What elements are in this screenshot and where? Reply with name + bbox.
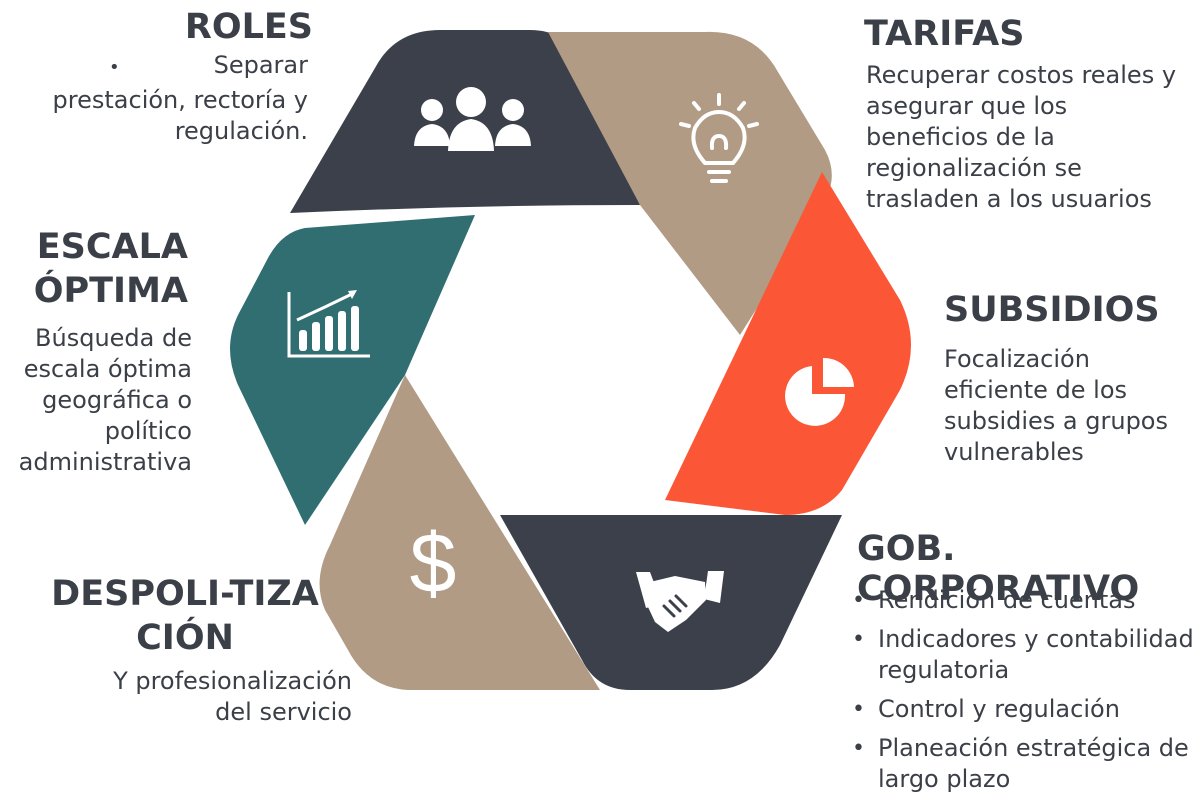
roles-text-line1: Separar bbox=[213, 51, 308, 79]
tarifas-segment bbox=[548, 31, 832, 336]
despolitizacion-text: Y profesionalización del servicio bbox=[113, 667, 352, 726]
people-icon bbox=[414, 87, 531, 151]
roles-text: prestación, rectoría y regulación. bbox=[52, 86, 308, 145]
growth-chart-icon bbox=[287, 290, 370, 358]
gob-title-line1: GOB. bbox=[857, 529, 956, 569]
list-item: Control y regulación bbox=[842, 694, 1196, 725]
subsidios-title: SUBSIDIOS bbox=[944, 290, 1160, 330]
roles-title: ROLES bbox=[184, 7, 313, 47]
pie-chart-icon bbox=[785, 357, 854, 426]
lightbulb-icon bbox=[679, 93, 759, 183]
tarifas-text: Recuperar costos reales y asegurar que l… bbox=[866, 61, 1177, 213]
subsidios-segment bbox=[665, 172, 911, 515]
list-item: Planeación estratégica de largo plazo bbox=[842, 733, 1196, 795]
tarifas-title: TARIFAS bbox=[864, 14, 1025, 54]
despolitizacion-segment bbox=[319, 375, 600, 690]
dollar-icon: $ bbox=[410, 516, 457, 610]
subsidios-text: Focalización eficiente de los subsidies … bbox=[944, 345, 1168, 466]
list-item: Indicadores y contabilidad regulatoria bbox=[842, 624, 1196, 686]
despolitizacion-title: DESPOLI-TIZA CIÓN bbox=[51, 574, 319, 658]
escala-text: Búsqueda de escala óptima geográfica o p… bbox=[18, 324, 192, 476]
escala-segment bbox=[230, 215, 475, 525]
roles-bullet: • bbox=[109, 57, 120, 78]
handshake-icon bbox=[636, 571, 724, 632]
list-item: Rendición de cuentas bbox=[842, 585, 1196, 616]
handshake-lines bbox=[662, 594, 688, 618]
escala-title: ESCALA ÓPTIMA bbox=[33, 227, 188, 311]
gob-list: Rendición de cuentas Indicadores y conta… bbox=[842, 585, 1196, 803]
